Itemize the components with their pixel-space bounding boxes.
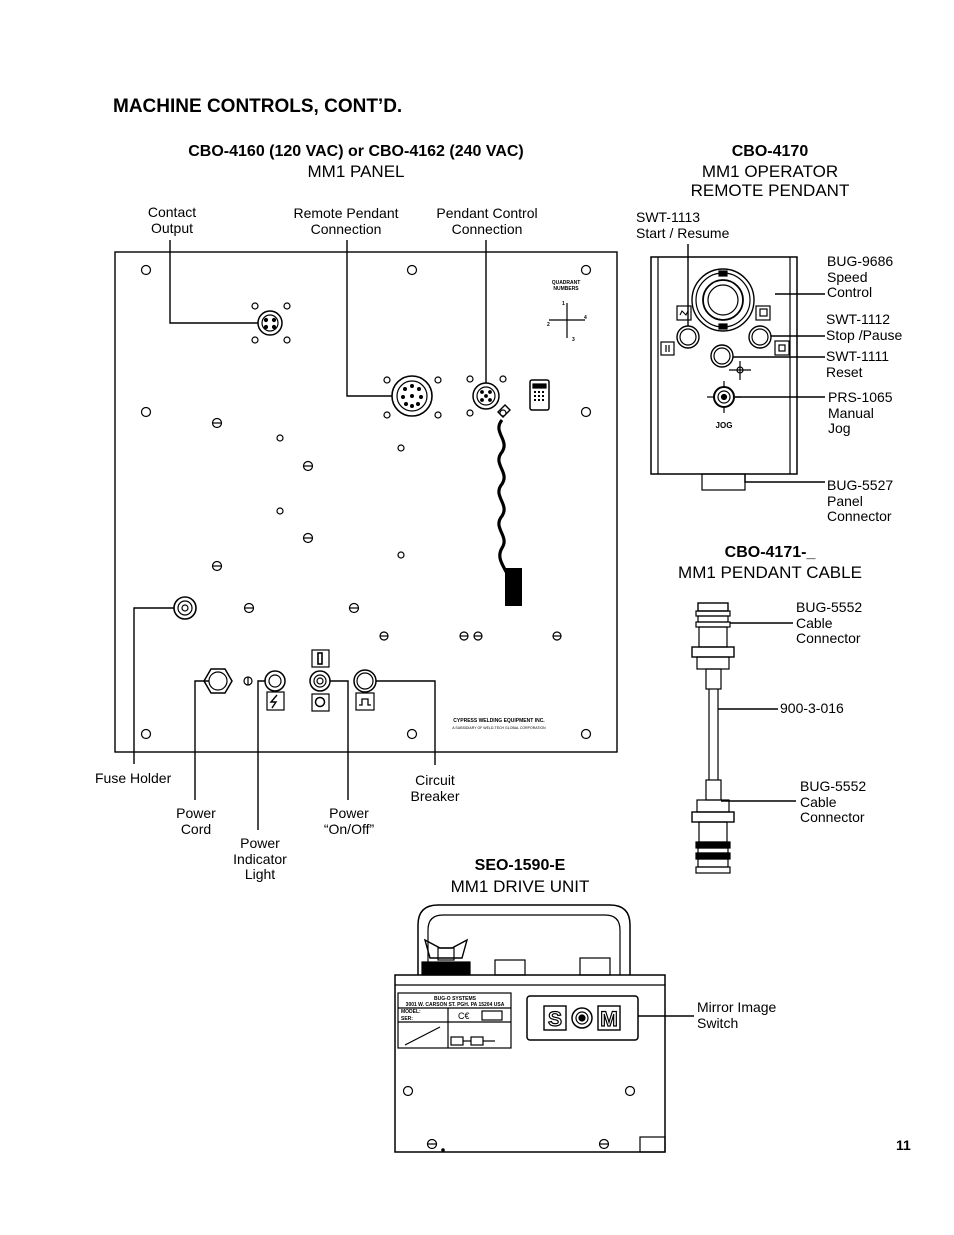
remote-pendant: JOG <box>650 244 825 491</box>
panel-mounting-holes <box>140 264 592 740</box>
panel-heading: MM1 PANEL <box>307 162 405 181</box>
dust-cap-chain <box>497 379 550 606</box>
panel-heading-bold: CBO-4160 (120 VAC) or CBO-4162 (240 VAC) <box>188 143 524 160</box>
page-number: 11 <box>896 1137 911 1153</box>
speed-control-knob <box>691 268 755 332</box>
quadrant-diagram: QUADRANT NUMBERS 1 2 3 4 <box>547 280 587 343</box>
drive-holes <box>402 1085 636 1152</box>
panel-leader-lines <box>133 240 487 830</box>
quadrant-number-3: 3 <box>572 337 575 343</box>
panel-screws <box>211 417 562 686</box>
label-power-on-off: Power“On/Off” <box>323 805 375 837</box>
fuse-holder <box>173 596 197 620</box>
mm1-panel: QUADRANT NUMBERS 1 2 3 4 <box>114 240 618 830</box>
drive-unit: BUG-O SYSTEMS 3001 W. CARSON ST. PGH. PA… <box>394 904 694 1153</box>
switch-letter-m: M <box>600 1008 618 1031</box>
page-title: MACHINE CONTROLS, CONT’D. <box>113 96 403 117</box>
cable-heading-bold: CBO-4171-_ <box>724 544 816 561</box>
start-resume-button <box>660 305 700 356</box>
pendant-control-connector <box>466 375 507 417</box>
svg-text:C€: C€ <box>458 1011 470 1021</box>
wing-nut <box>421 938 471 976</box>
plate-model: MODEL: <box>401 1009 421 1015</box>
drive-heading: MM1 DRIVE UNIT <box>450 877 590 896</box>
reset-button <box>710 344 751 380</box>
quadrant-number-2: 2 <box>547 322 550 328</box>
plate-address: 3001 W. CARSON ST. PGH. PA 15204 USA <box>406 1002 505 1008</box>
jog-text: JOG <box>716 421 733 430</box>
panel-outline <box>114 251 618 753</box>
quadrant-number-1: 1 <box>562 301 565 307</box>
quadrant-title-2: NUMBERS <box>553 286 579 292</box>
pendant-heading-bold: CBO-4170 <box>731 143 809 160</box>
manual-jog-switch: JOG <box>707 381 741 430</box>
remote-pendant-connector <box>383 375 442 419</box>
mirror-image-switch: S M <box>526 995 639 1041</box>
cable-heading: MM1 PENDANT CABLE <box>678 563 862 582</box>
drive-label-plate: BUG-O SYSTEMS 3001 W. CARSON ST. PGH. PA… <box>397 992 512 1049</box>
power-switch <box>309 649 331 712</box>
pendant-cable <box>691 602 796 874</box>
label-cable: 900-3-016 <box>780 700 844 716</box>
plate-brand: BUG-O SYSTEMS <box>434 996 477 1002</box>
label-fuse-holder: Fuse Holder <box>95 770 172 786</box>
stop-pause-button <box>748 305 790 356</box>
quadrant-title: QUADRANT <box>552 280 581 286</box>
quadrant-number-4: 4 <box>584 315 587 321</box>
power-indicator-light <box>264 670 286 711</box>
drive-heading-bold: SEO-1590-E <box>474 857 566 874</box>
plate-ser: SER: <box>401 1016 413 1022</box>
panel-nameplate-sub: A SUBSIDIARY OF WELD-TECH GLOBAL CORPORA… <box>452 726 546 730</box>
cable-leader-lines <box>718 622 796 802</box>
switch-letter-s: S <box>548 1008 562 1031</box>
pendant-leader-lines <box>687 244 825 483</box>
circuit-breaker <box>353 669 377 711</box>
panel-nameplate: CYPRESS WELDING EQUIPMENT INC. <box>453 718 545 724</box>
